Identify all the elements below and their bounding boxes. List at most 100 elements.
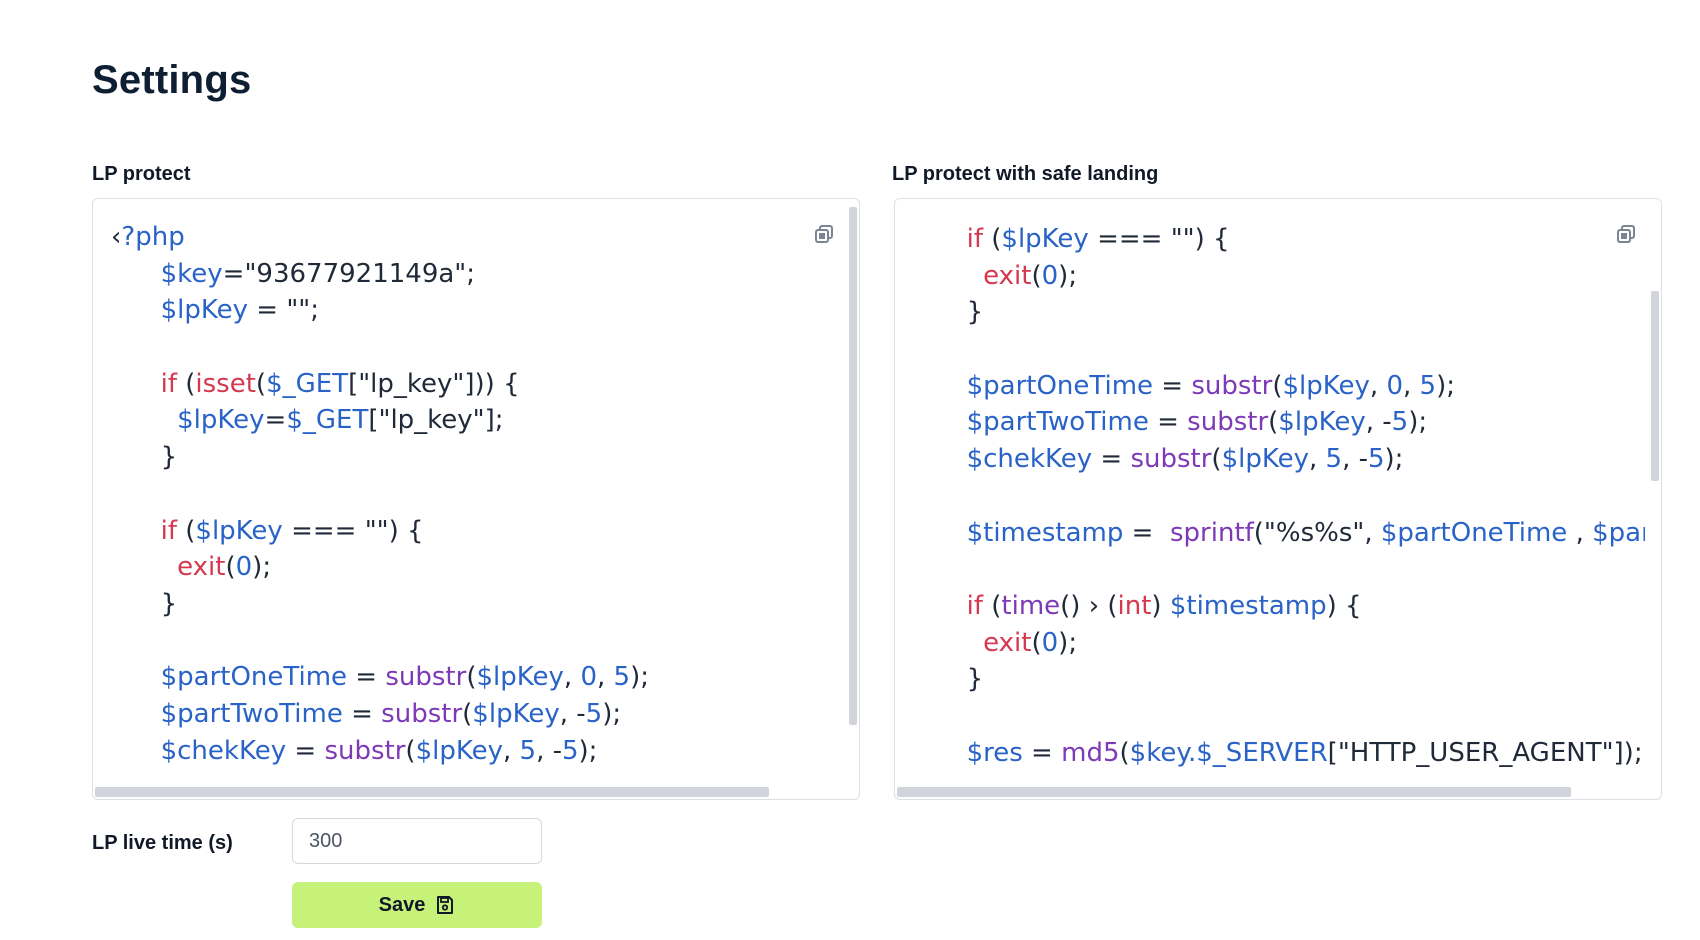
- lp-protect-safe-code[interactable]: if ($lpKey === "") { exit(0); } $partOne…: [917, 221, 1645, 771]
- code-token: [917, 518, 967, 548]
- code-token: $lpKey: [177, 405, 265, 436]
- code-token: $lpKey: [195, 515, 283, 546]
- code-token: [917, 554, 925, 584]
- save-button[interactable]: Save: [292, 882, 542, 928]
- code-token: substr: [381, 698, 463, 729]
- code-token: ,: [563, 662, 581, 693]
- code-token: $chekKey: [160, 735, 287, 766]
- code-line: if (time() › (int) $timestamp) {: [917, 588, 1645, 625]
- code-token: 0: [580, 662, 597, 693]
- code-line: [917, 551, 1645, 588]
- code-token: [111, 589, 161, 619]
- code-token: [111, 516, 161, 546]
- code-token: 0: [1041, 627, 1059, 658]
- lp-protect-safe-vertical-scrollbar[interactable]: [1651, 291, 1659, 481]
- code-token: 5: [1367, 444, 1385, 475]
- code-token: [111, 332, 119, 362]
- code-line: $partOneTime = substr($lpKey, 0, 5);: [917, 368, 1645, 405]
- code-token: ("%s%s",: [1253, 517, 1381, 548]
- code-token: ,: [596, 662, 614, 693]
- code-token: exit: [177, 552, 226, 583]
- code-token: ["lp_key"];: [368, 405, 504, 436]
- code-token: ["HTTP_USER_AGENT"]);: [1327, 737, 1643, 768]
- code-token: [111, 259, 161, 289]
- code-line: $timestamp = sprintf("%s%s", $partOneTim…: [917, 515, 1645, 552]
- code-token: () › (: [1060, 590, 1118, 621]
- code-token: , -: [1342, 444, 1368, 475]
- lp-protect-code[interactable]: ‹?php $key="93677921149a"; $lpKey = ""; …: [111, 219, 843, 769]
- code-token: =: [1153, 370, 1192, 401]
- code-token: [111, 442, 161, 472]
- code-token: ,: [1369, 370, 1387, 401]
- code-line: $key="93677921149a";: [111, 256, 843, 293]
- code-line: [917, 331, 1645, 368]
- code-token: 5: [585, 698, 603, 729]
- code-token: [111, 699, 161, 729]
- code-token: , -: [559, 698, 586, 729]
- lp-protect-horizontal-scrollbar[interactable]: [95, 787, 769, 797]
- code-token: (: [1268, 407, 1279, 438]
- lp-protect-code-box[interactable]: ‹?php $key="93677921149a"; $lpKey = ""; …: [92, 198, 860, 800]
- code-token: [917, 224, 967, 254]
- code-token: ,: [1567, 517, 1593, 548]
- code-token: if: [160, 515, 177, 546]
- lp-protect-vertical-scrollbar[interactable]: [849, 207, 857, 725]
- code-token: (: [982, 224, 1002, 254]
- lp-protect-safe-code-box[interactable]: if ($lpKey === "") { exit(0); } $partOne…: [894, 198, 1662, 800]
- copy-icon[interactable]: [813, 223, 835, 245]
- code-token: $partOneTime: [966, 370, 1154, 401]
- code-token: $key.$_SERVER: [1129, 737, 1328, 768]
- code-line: }: [111, 586, 843, 623]
- code-token: 0: [1386, 370, 1403, 401]
- code-token: [917, 481, 925, 511]
- code-token: 0: [235, 552, 253, 583]
- code-line: [917, 478, 1645, 515]
- code-token: =: [1148, 407, 1188, 438]
- code-token: $partTwoTime: [160, 698, 343, 729]
- code-token: =: [342, 698, 382, 729]
- code-token: $timestamp: [966, 517, 1124, 548]
- code-token: 5: [613, 662, 631, 693]
- code-token: );: [578, 735, 598, 766]
- code-token: $_GET: [286, 405, 369, 436]
- code-token: (: [176, 515, 196, 546]
- code-token: (: [1211, 444, 1222, 475]
- code-token: [917, 701, 925, 731]
- code-token: );: [1058, 260, 1078, 291]
- code-token: exit: [983, 260, 1032, 291]
- code-token: [917, 371, 967, 401]
- code-token: $lpKey: [1221, 444, 1309, 475]
- code-token: (: [1031, 627, 1042, 658]
- code-line: ‹?php: [111, 219, 843, 256]
- code-token: (: [1119, 737, 1130, 768]
- code-token: if: [966, 224, 983, 254]
- code-token: =: [286, 735, 325, 766]
- code-token: md5: [1061, 737, 1120, 768]
- code-token: [917, 261, 983, 291]
- code-token: );: [630, 662, 649, 693]
- code-token: $lpKey: [476, 662, 564, 693]
- lp-protect-safe-horizontal-scrollbar[interactable]: [897, 787, 1571, 797]
- code-line: }: [917, 294, 1645, 331]
- code-line: $lpKey = "";: [111, 292, 843, 329]
- code-line: [111, 476, 843, 513]
- code-token: 5: [1391, 407, 1409, 438]
- code-token: isset: [195, 368, 256, 399]
- code-line: if (isset($_GET["lp_key"])) {: [111, 366, 843, 403]
- live-time-input[interactable]: [292, 818, 542, 864]
- code-line: $chekKey = substr($lpKey, 5, -5);: [917, 441, 1645, 478]
- code-token: substr: [1187, 407, 1269, 438]
- code-token: =: [1092, 444, 1131, 475]
- code-line: $lpKey=$_GET["lp_key"];: [111, 402, 843, 439]
- code-token: [917, 444, 967, 474]
- code-token: 0: [1041, 260, 1059, 291]
- live-time-label: LP live time (s): [92, 832, 233, 854]
- code-token: [111, 295, 161, 325]
- copy-icon[interactable]: [1615, 223, 1637, 245]
- code-token: $lpKey: [415, 735, 503, 766]
- code-token: $lpKey: [1001, 224, 1089, 254]
- code-token: [917, 591, 967, 621]
- code-line: [917, 698, 1645, 735]
- code-token: [917, 334, 925, 364]
- code-token: }: [160, 588, 178, 619]
